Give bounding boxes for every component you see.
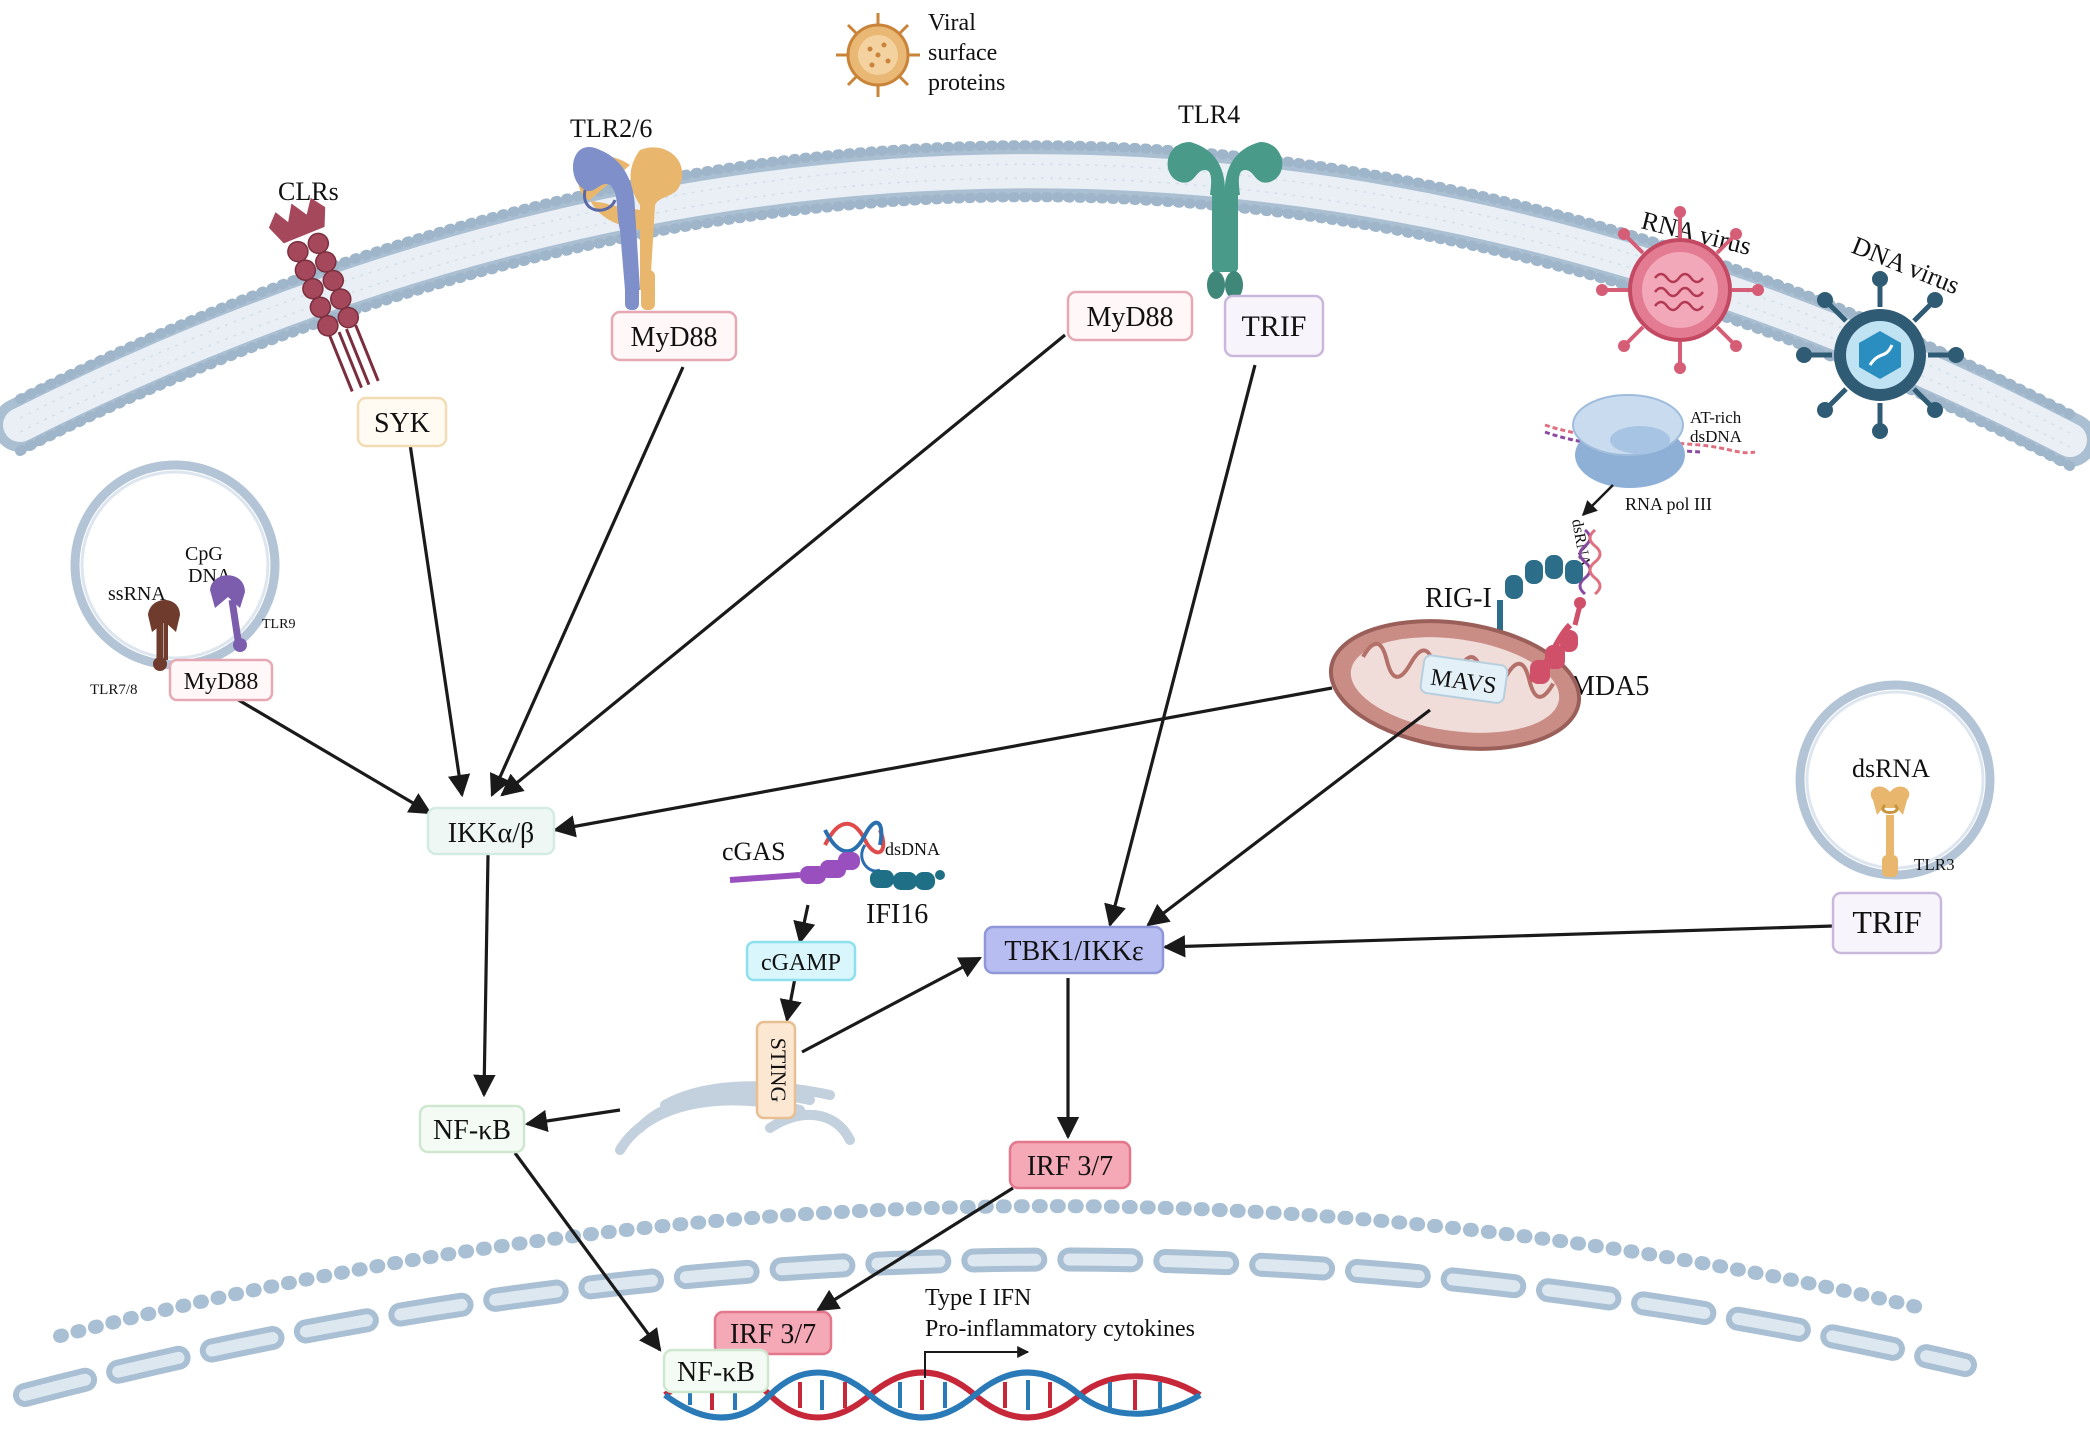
mavs-to-tbk1-arrow xyxy=(1146,708,1431,927)
dna-virus-icon xyxy=(1796,271,1964,439)
nuclear-membrane xyxy=(13,1199,1977,1407)
tlr26-label: TLR2/6 xyxy=(570,114,652,143)
mavs-to-ikk-arrow xyxy=(552,686,1333,838)
svg-text:MyD88: MyD88 xyxy=(184,669,259,695)
box-mavs: MAVS xyxy=(1419,654,1509,704)
cgamp-to-sting-arrow xyxy=(779,977,802,1023)
tlr9-label: TLR9 xyxy=(262,617,295,632)
box-syk: SYK xyxy=(356,396,448,448)
cgas-label: cGAS xyxy=(722,837,786,866)
svg-text:SYK: SYK xyxy=(374,408,430,439)
box-nfkb-nuc: NF-κB xyxy=(662,1348,770,1394)
svg-text:IKKα/β: IKKα/β xyxy=(448,818,534,849)
dsdna-label: dsDNA xyxy=(885,839,940,859)
tlr78-label: TLR7/8 xyxy=(90,682,138,698)
ifi16-protein-icon xyxy=(860,844,945,890)
box-myd88-tlr4: MyD88 xyxy=(1066,290,1194,342)
dsrna-endo-label: dsRNA xyxy=(1852,754,1930,783)
trif-tlr3-to-tbk1-arrow xyxy=(1162,924,1834,958)
tlr4-label: TLR4 xyxy=(1178,100,1240,129)
er-to-nfkb-arrow xyxy=(524,1108,621,1133)
myd88-endo-to-ikk-arrow xyxy=(229,693,432,815)
svg-text:cGAMP: cGAMP xyxy=(761,950,841,976)
viral-particle-icon xyxy=(836,13,920,97)
at-rich-label: AT-rich dsDNA xyxy=(1690,408,1746,446)
tlr4-receptor-icon xyxy=(1167,142,1283,299)
tlr26-receptor-icon xyxy=(573,146,683,310)
endosome-right xyxy=(1795,680,1995,880)
pathway-arrows xyxy=(229,333,1834,1352)
syk-to-ikk-arrow xyxy=(408,443,471,798)
tlr3-label: TLR3 xyxy=(1914,855,1955,874)
cgas-protein-icon xyxy=(729,852,860,884)
svg-text:TBK1/IKKε: TBK1/IKKε xyxy=(1004,936,1143,967)
box-myd88-tlr26: MyD88 xyxy=(610,310,738,362)
box-tbk1: TBK1/IKKε xyxy=(983,925,1165,975)
ssrna-label: ssRNA xyxy=(108,583,166,605)
mda5-label: MDA5 xyxy=(1570,671,1649,702)
transcription-arrow xyxy=(924,1346,1030,1378)
trif-tlr4-to-tbk1-arrow xyxy=(1104,364,1257,928)
clr-receptor-icon xyxy=(268,197,380,393)
svg-text:TRIF: TRIF xyxy=(1852,904,1921,940)
dsrna-strand-icon xyxy=(1578,528,1602,596)
svg-text:MyD88: MyD88 xyxy=(1086,302,1173,333)
box-ikk: IKKα/β xyxy=(426,806,556,856)
ifi16-label: IFI16 xyxy=(866,899,928,930)
box-irf-cyto: IRF 3/7 xyxy=(1008,1140,1132,1190)
myd88-tlr4-to-ikk-arrow xyxy=(500,333,1067,797)
rig-i-label: RIG-I xyxy=(1425,583,1492,614)
output-label: Type I IFN Pro-inflammatory cytokines xyxy=(925,1285,1195,1342)
svg-text:TRIF: TRIF xyxy=(1241,310,1306,343)
sting-to-tbk1-arrow xyxy=(801,956,982,1054)
endoplasmic-reticulum-icon xyxy=(615,1081,855,1155)
dsdna-helix-icon xyxy=(823,820,886,855)
svg-text:IRF 3/7: IRF 3/7 xyxy=(730,1319,816,1350)
box-trif-tlr3: TRIF xyxy=(1831,891,1943,955)
rna-pol-label: RNA pol III xyxy=(1625,494,1712,514)
svg-text:STING: STING xyxy=(766,1038,791,1103)
tlr3-receptor-icon xyxy=(1870,786,1910,877)
clrs-label: CLRs xyxy=(278,177,339,206)
rna-pol-iii-icon xyxy=(1544,394,1756,488)
svg-text:NF-κB: NF-κB xyxy=(433,1115,511,1146)
mda5-protein-icon xyxy=(1528,597,1586,684)
myd88-tlr26-to-ikk-arrow xyxy=(489,366,685,798)
dna-virus-label: DNA virus xyxy=(1848,231,1964,300)
tlr78-receptor-icon xyxy=(148,600,180,671)
box-sting: STING xyxy=(755,1020,797,1120)
ikk-to-nfkb-arrow xyxy=(473,854,496,1098)
tlr9-receptor-icon xyxy=(210,575,247,652)
cgas-to-cgamp-arrow xyxy=(793,904,816,945)
nfkb-nuclear-translocation-arrow xyxy=(513,1152,662,1352)
box-nfkb-cyto: NF-κB xyxy=(418,1104,526,1154)
box-irf-nuc: IRF 3/7 xyxy=(713,1310,833,1356)
box-trif-tlr4: TRIF xyxy=(1223,294,1325,358)
endosome-left xyxy=(70,460,280,670)
pol-to-dsrna-arrow xyxy=(1581,484,1614,517)
irf-nuclear-translocation-arrow xyxy=(816,1186,1014,1312)
svg-text:MyD88: MyD88 xyxy=(630,322,717,353)
box-myd88-endo: MyD88 xyxy=(168,658,274,702)
rna-virus-icon xyxy=(1596,206,1764,374)
svg-text:NF-κB: NF-κB xyxy=(677,1357,755,1388)
svg-text:IRF 3/7: IRF 3/7 xyxy=(1027,1151,1113,1182)
box-cgamp: cGAMP xyxy=(745,940,857,982)
viral-surface-label: Viral surface proteins xyxy=(928,10,1005,96)
